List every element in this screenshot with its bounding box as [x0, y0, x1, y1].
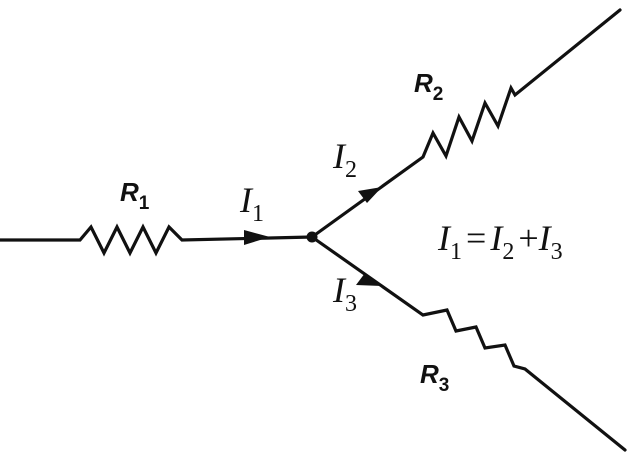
arrow-i1-icon	[244, 230, 270, 245]
wire-branch-1	[0, 223, 314, 257]
label-r1: R1	[120, 177, 150, 214]
label-r3: R3	[420, 359, 449, 396]
label-i1: I1	[239, 180, 264, 227]
kirchhoff-equation: I1=I2+I3	[437, 218, 563, 265]
label-r2: R2	[414, 68, 443, 105]
junction-node	[306, 231, 318, 243]
wire-branch-3	[310, 235, 627, 452]
wire-branch-2	[310, 8, 622, 239]
arrow-i2-icon	[358, 187, 382, 203]
label-i2: I2	[332, 136, 357, 183]
arrow-i3-icon	[356, 273, 382, 286]
label-i3: I3	[332, 270, 357, 317]
